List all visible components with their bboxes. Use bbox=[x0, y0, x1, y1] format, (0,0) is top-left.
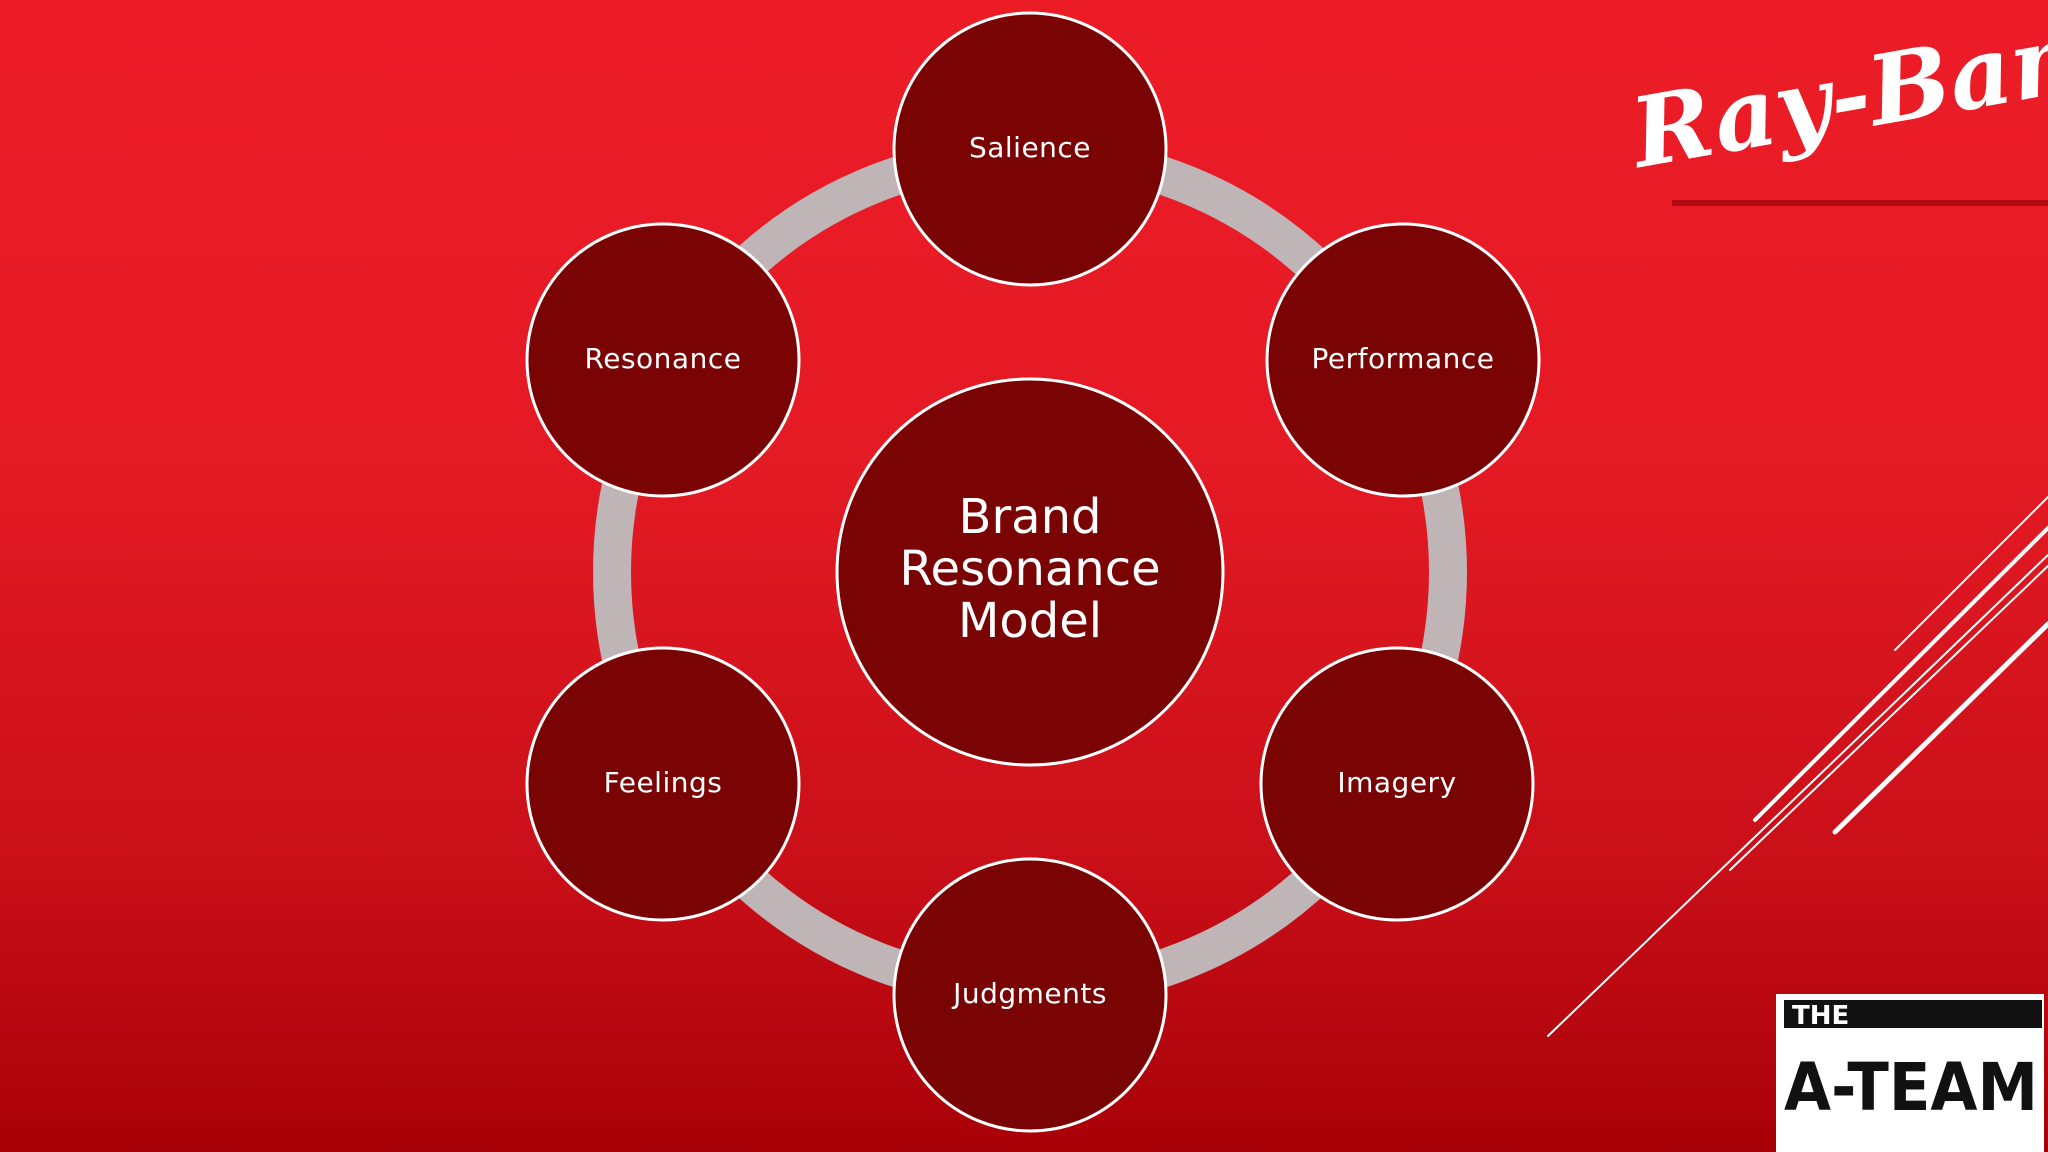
node-resonance: Resonance bbox=[525, 222, 801, 498]
node-label-salience: Salience bbox=[969, 131, 1091, 164]
center-label-line-1: Brand bbox=[959, 489, 1102, 545]
node-imagery: Imagery bbox=[1259, 646, 1535, 922]
a-team-logo-bottom-text: A-TEAM bbox=[1784, 1049, 2038, 1126]
node-salience: Salience bbox=[892, 11, 1168, 287]
node-label-performance: Performance bbox=[1312, 342, 1495, 375]
node-judgments: Judgments bbox=[892, 857, 1168, 1133]
node-label-feelings: Feelings bbox=[604, 766, 723, 799]
ray-ban-logo: Ray-Ban bbox=[1620, 0, 2048, 206]
a-team-logo: THE A-TEAM bbox=[1776, 994, 2044, 1152]
a-team-logo-top-text: THE bbox=[1792, 1001, 1849, 1031]
node-label-imagery: Imagery bbox=[1337, 766, 1456, 799]
center-label-line-2: Resonance bbox=[899, 541, 1160, 597]
node-feelings: Feelings bbox=[525, 646, 801, 922]
ray-ban-logo-text: Ray-Ban bbox=[1620, 0, 2048, 190]
node-label-judgments: Judgments bbox=[951, 977, 1107, 1010]
center-label-line-3: Model bbox=[958, 593, 1102, 649]
center-node: Brand Resonance Model bbox=[835, 377, 1225, 767]
node-performance: Performance bbox=[1265, 222, 1541, 498]
decorative-lines bbox=[1547, 496, 2048, 1037]
node-label-resonance: Resonance bbox=[585, 342, 742, 375]
